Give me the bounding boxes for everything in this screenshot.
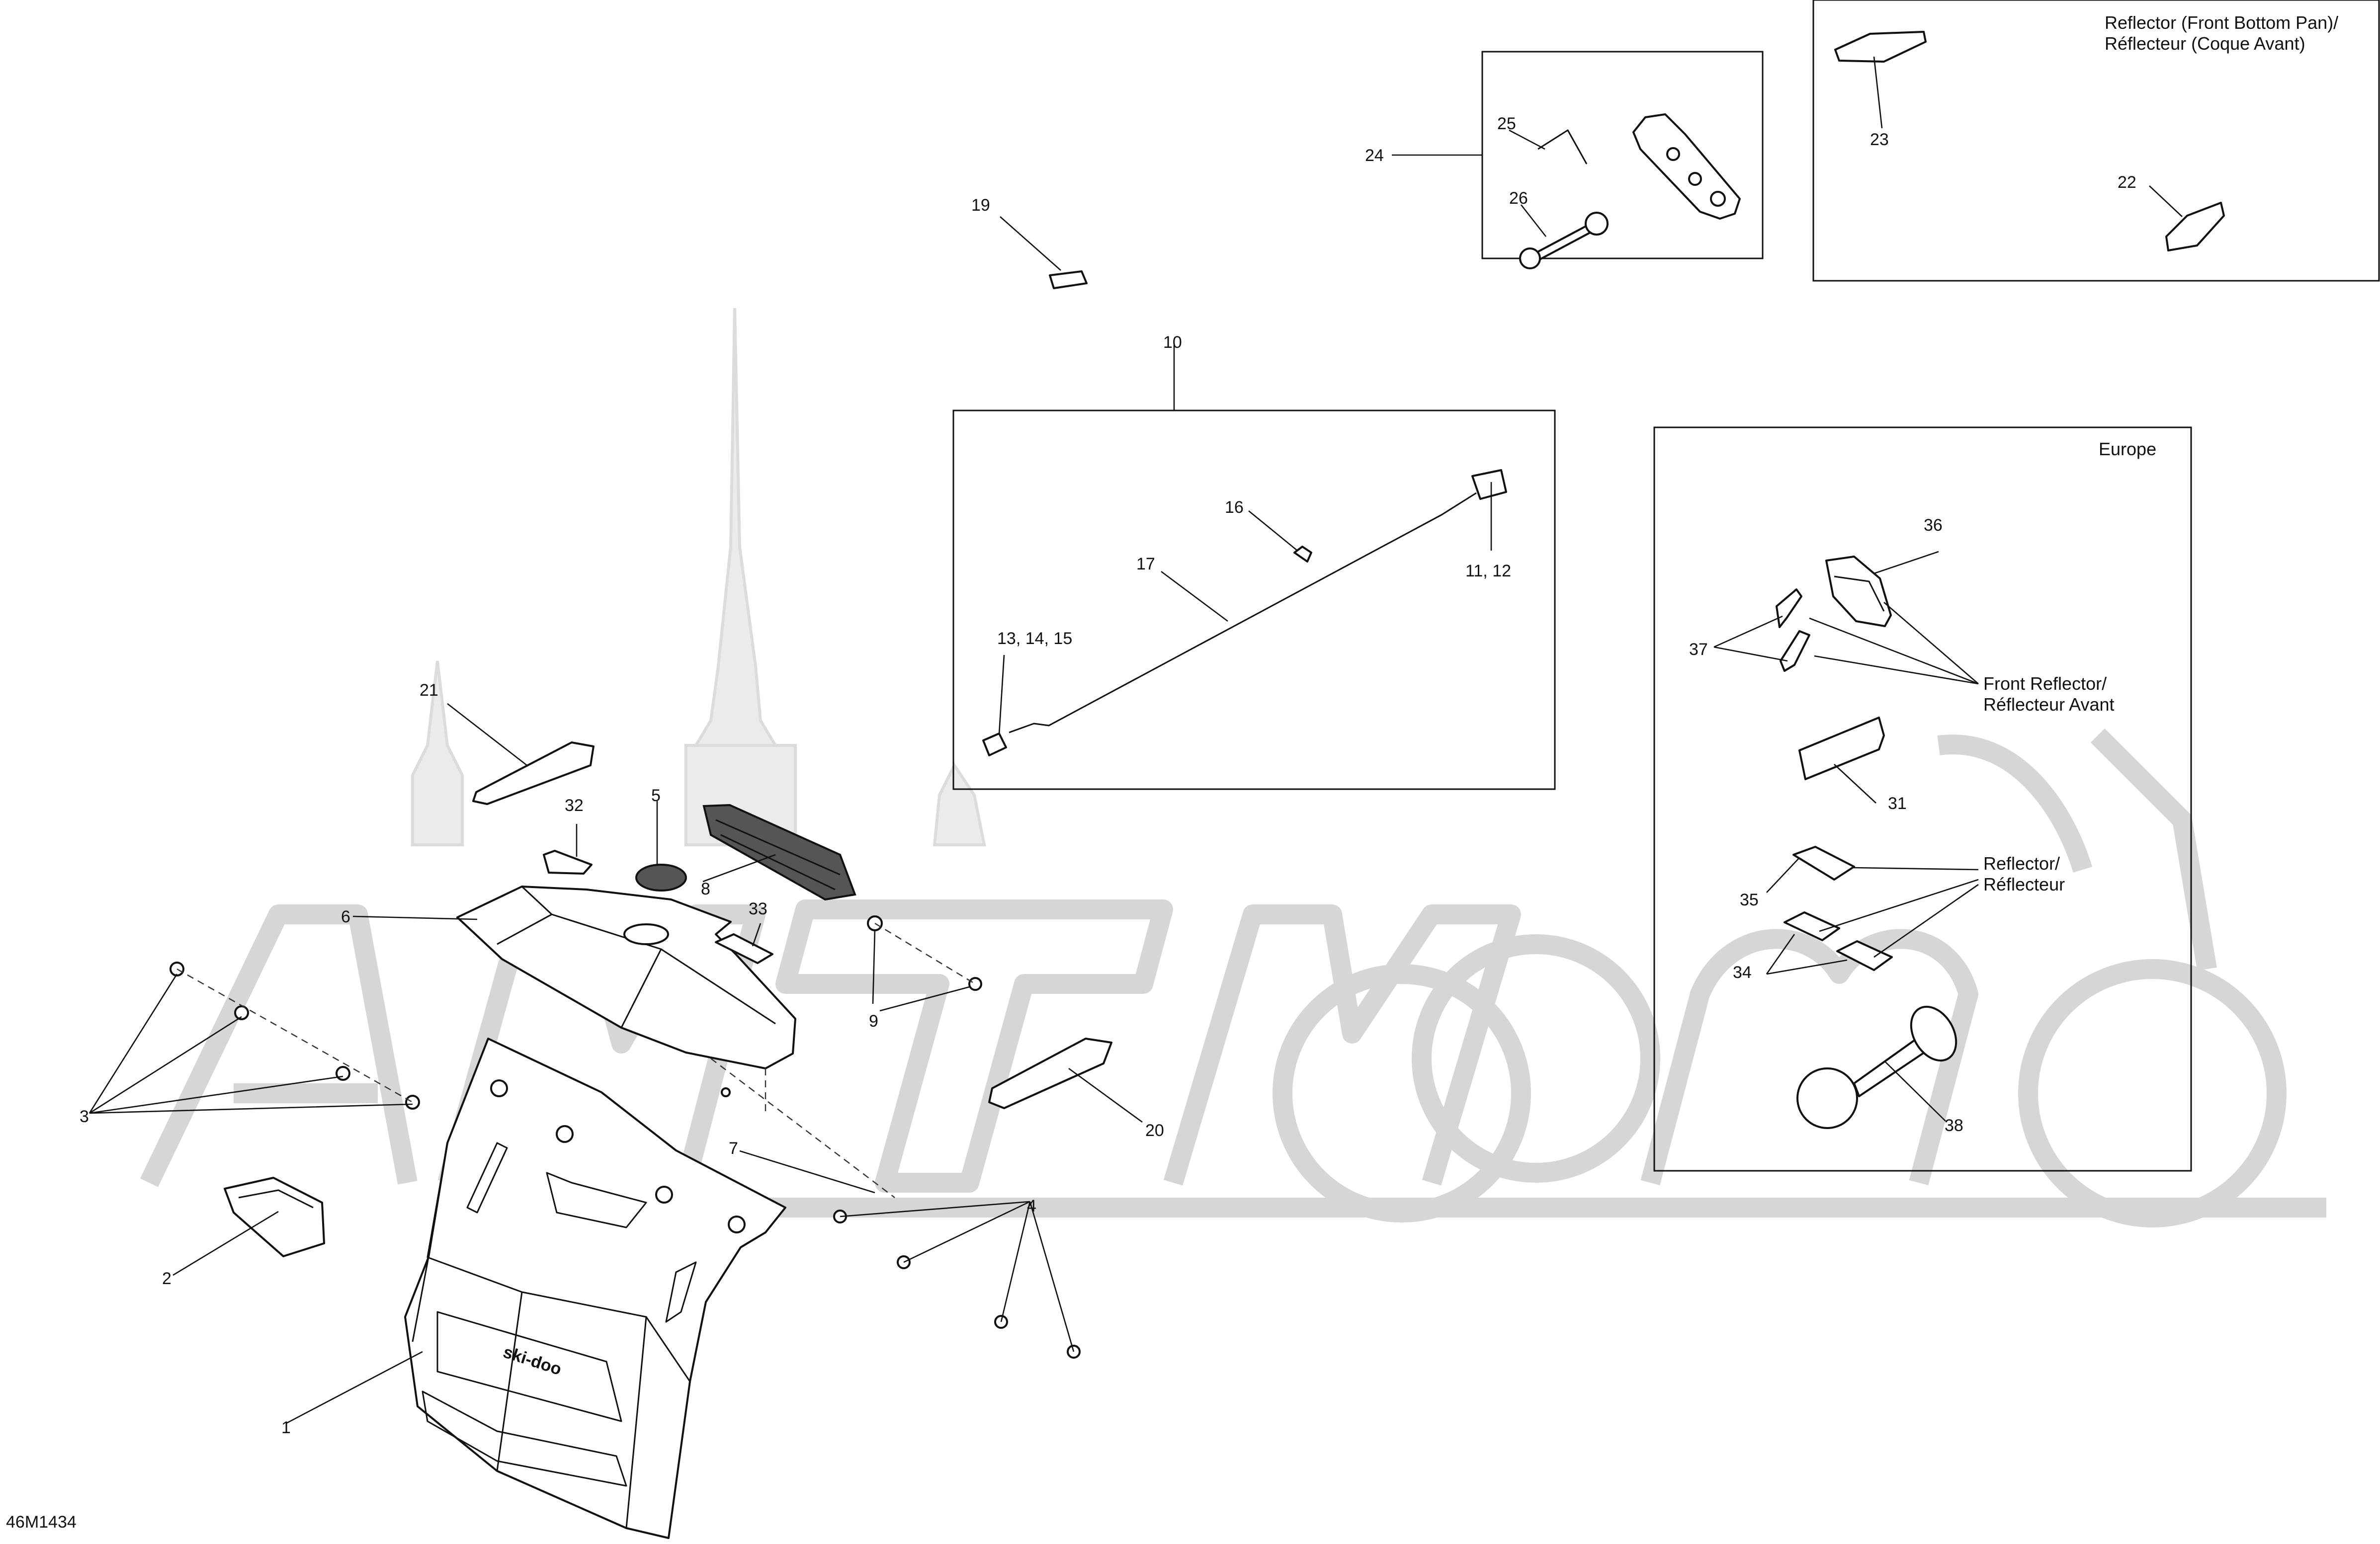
horn-38-part — [1796, 1005, 1957, 1129]
front-reflector-36-part — [1825, 556, 1892, 627]
callout-25: 25 — [1497, 114, 1516, 133]
note-reflector-2: Réflecteur — [1983, 874, 2065, 894]
plate-2-part — [224, 1177, 325, 1257]
emblem-5-part — [635, 864, 687, 892]
callout-5: 5 — [651, 786, 661, 805]
decal-32-part — [543, 850, 593, 875]
callout-35: 35 — [1740, 891, 1759, 909]
reflector-23-part — [1834, 31, 1927, 63]
brackets-37-part — [1776, 588, 1810, 672]
grille-8-part — [702, 804, 856, 901]
callouts: 1 2 3 4 5 6 7 8 9 10 11, 12 13, 14, 15 1… — [80, 114, 2136, 1437]
callout-32: 32 — [565, 796, 584, 815]
clip-9b-part — [968, 977, 982, 991]
console-6-part — [456, 886, 796, 1069]
europe-frame — [1653, 426, 2192, 1172]
diagram-code: 46M1434 — [6, 1513, 77, 1532]
callout-22: 22 — [2118, 173, 2136, 192]
reflector-35-part — [1792, 846, 1855, 881]
screw-7-part — [721, 1087, 731, 1097]
callout-13-14-15: 13, 14, 15 — [997, 629, 1072, 648]
callout-7: 7 — [729, 1139, 738, 1158]
reflector-20-part — [988, 1038, 1112, 1109]
hex-key-25-part — [1537, 129, 1588, 164]
callout-3: 3 — [80, 1107, 89, 1126]
harness-frame — [952, 409, 1556, 790]
assembly-lines — [176, 922, 976, 1198]
callout-8: 8 — [701, 880, 710, 898]
callout-37: 37 — [1689, 640, 1708, 659]
callout-33: 33 — [749, 899, 767, 918]
reflector-22-part — [2165, 202, 2225, 251]
callout-34: 34 — [1733, 963, 1752, 982]
clip-19-part — [1049, 270, 1088, 289]
callout-26: 26 — [1509, 189, 1528, 208]
note-bottom-pan-2: Réflecteur (Coque Avant) — [2105, 33, 2305, 54]
callout-6: 6 — [341, 907, 350, 926]
note-front-reflector-1: Front Reflector/ — [1983, 673, 2107, 694]
harness-17-part — [982, 469, 1507, 756]
callout-16: 16 — [1225, 498, 1244, 517]
windshield-part — [404, 1038, 786, 1539]
callout-24: 24 — [1365, 146, 1384, 165]
callout-1: 1 — [281, 1418, 291, 1437]
frame-notes: Reflector (Front Bottom Pan)/ Réflecteur… — [1983, 12, 2338, 894]
note-europe: Europe — [2099, 439, 2156, 459]
tools-frame — [1481, 51, 1764, 259]
callout-20: 20 — [1145, 1121, 1164, 1140]
callout-17: 17 — [1136, 555, 1155, 573]
leader-lines — [88, 56, 2183, 1424]
callout-10: 10 — [1163, 333, 1182, 352]
callout-4: 4 — [1027, 1197, 1036, 1216]
callout-21: 21 — [420, 681, 438, 700]
callout-19: 19 — [971, 196, 990, 215]
spanner-tool-part — [1632, 113, 1741, 220]
callout-23: 23 — [1870, 130, 1889, 149]
callout-36: 36 — [1924, 516, 1943, 535]
callout-9: 9 — [869, 1012, 878, 1031]
nuts-4-part — [833, 1210, 1081, 1359]
note-front-reflector-2: Réflecteur Avant — [1983, 694, 2115, 715]
callout-11-12: 11, 12 — [1465, 562, 1511, 580]
reflector-34b-part — [1836, 940, 1893, 971]
callout-38: 38 — [1945, 1116, 1963, 1135]
reflector-31-part — [1798, 717, 1885, 780]
reflector-34a-part — [1784, 911, 1840, 941]
decal-33-part — [715, 933, 773, 964]
reflector-21-part — [472, 741, 595, 805]
callout-2: 2 — [162, 1269, 171, 1288]
front-bottom-pan-reflector-frame — [1812, 0, 2380, 282]
note-reflector-1: Reflector/ — [1983, 853, 2060, 874]
wrench-26-part — [1519, 212, 1609, 269]
callout-31: 31 — [1888, 794, 1907, 813]
note-bottom-pan-1: Reflector (Front Bottom Pan)/ — [2105, 12, 2338, 33]
